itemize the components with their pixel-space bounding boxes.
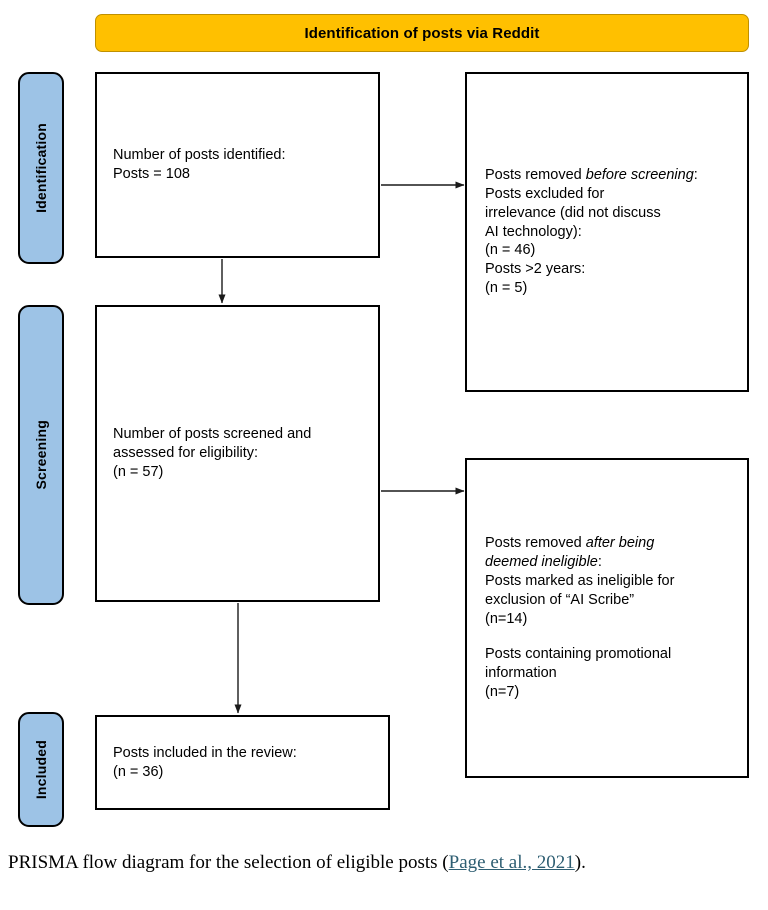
box-removed-before-line2: irrelevance (did not discuss xyxy=(485,204,661,221)
diagram-header-banner: Identification of posts via Reddit xyxy=(95,14,749,52)
box-removed-after-line3: (n=14) xyxy=(485,610,528,627)
box-removed-after-heading-suffix: : xyxy=(597,553,602,570)
box-posts-identified-line2: Posts = 108 xyxy=(113,166,190,182)
box-posts-screened-line1: Number of posts screened and xyxy=(113,426,312,443)
box-removed-after-line2: exclusion of “AI Scribe” xyxy=(485,591,635,608)
box-removed-after-heading-line1: Posts removed after being xyxy=(467,534,747,553)
box-posts-removed-before-screening: Posts removed before screening: Posts ex… xyxy=(465,72,749,392)
prisma-flow-diagram: Identification of posts via Reddit Ident… xyxy=(18,14,749,827)
box-posts-removed-after-ineligible: Posts removed after being deemed ineligi… xyxy=(465,458,749,778)
box-posts-included-line2: (n = 36) xyxy=(113,763,164,780)
box-removed-after-line5: information xyxy=(485,665,557,682)
box-removed-after-heading-prefix: Posts removed xyxy=(485,535,586,552)
box-removed-before-line4: (n = 46) xyxy=(485,242,536,259)
caption-text-after: ). xyxy=(574,852,586,873)
stage-label-identification: Identification xyxy=(18,72,64,264)
stage-label-included-text: Included xyxy=(33,739,49,800)
box-removed-before-heading: Posts removed before screening: xyxy=(467,166,747,185)
box-posts-identified-line1: Number of posts identified: xyxy=(113,147,286,164)
box-posts-identified: Number of posts identified: Posts = 108 xyxy=(95,72,380,258)
box-removed-after-line1: Posts marked as ineligible for xyxy=(485,572,675,589)
stage-label-screening: Screening xyxy=(18,305,64,605)
figure-caption: PRISMA flow diagram for the selection of… xyxy=(8,852,760,874)
box-removed-after-heading-italic1: after being xyxy=(585,535,655,552)
box-removed-after-heading-line2: deemed ineligible: xyxy=(467,553,747,572)
box-removed-before-heading-suffix: : xyxy=(693,167,698,184)
stage-label-identification-text: Identification xyxy=(33,123,49,213)
box-removed-before-line6: (n = 5) xyxy=(485,280,528,297)
box-removed-after-line6: (n=7) xyxy=(485,684,520,701)
box-removed-before-line5: Posts >2 years: xyxy=(485,261,586,278)
caption-text-before: PRISMA flow diagram for the selection of… xyxy=(8,852,449,873)
box-removed-before-line3: AI technology): xyxy=(485,223,582,240)
box-posts-included: Posts included in the review: (n = 36) xyxy=(95,715,390,810)
box-removed-after-spacer xyxy=(467,628,747,645)
box-removed-before-heading-prefix: Posts removed xyxy=(485,167,586,184)
stage-label-included: Included xyxy=(18,712,64,827)
box-removed-after-heading-italic2: deemed ineligible xyxy=(485,553,598,570)
banner-title: Identification of posts via Reddit xyxy=(304,24,540,42)
box-removed-after-line4: Posts containing promotional xyxy=(485,646,672,663)
caption-citation-link[interactable]: Page et al., 2021 xyxy=(448,852,575,873)
box-posts-screened-line2: assessed for eligibility: xyxy=(113,445,259,462)
box-removed-before-line1: Posts excluded for xyxy=(485,185,605,202)
box-posts-screened-line3: (n = 57) xyxy=(113,463,164,480)
stage-label-screening-text: Screening xyxy=(33,420,49,490)
box-removed-before-heading-italic: before screening xyxy=(585,167,694,184)
box-posts-screened: Number of posts screened and assessed fo… xyxy=(95,305,380,602)
box-posts-included-line1: Posts included in the review: xyxy=(113,744,297,761)
